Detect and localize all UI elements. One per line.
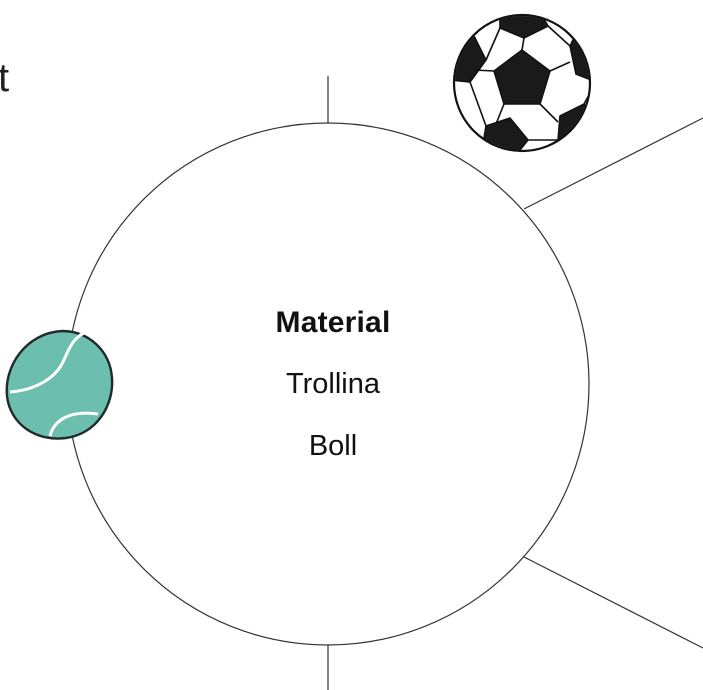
center-line-1: Trollina — [228, 368, 438, 401]
corner-text-fragment: t — [0, 56, 9, 101]
connector-lower-right — [524, 557, 703, 648]
center-title: Material — [228, 306, 438, 340]
center-line-2: Boll — [228, 430, 438, 463]
soccer-ball-icon — [450, 12, 600, 160]
tennis-ball-icon — [7, 331, 112, 439]
